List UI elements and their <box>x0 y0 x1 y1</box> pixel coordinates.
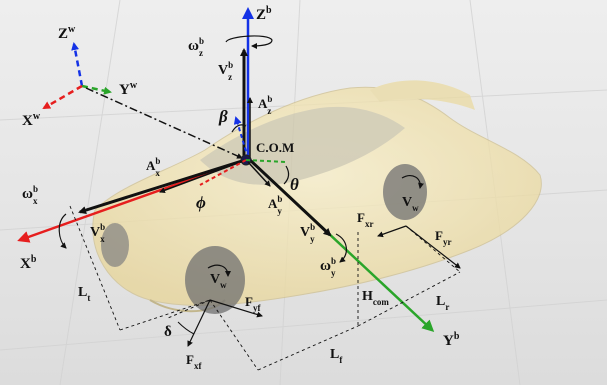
hcom-label: Hcom <box>362 289 389 307</box>
world-y-label: Yw <box>119 80 138 98</box>
rear-wheel-velocity-label: Vw <box>402 195 419 213</box>
world-frame: Zw Yw Xw <box>22 24 138 129</box>
fyf-label: Fyf <box>245 294 261 313</box>
left-front-wheel <box>101 223 129 267</box>
front-wheel <box>185 246 245 314</box>
lt-label: Lt <box>78 285 90 303</box>
body-z-label: Zb <box>256 5 272 23</box>
front-wheel-forces: Vw Fyf Fxf δ <box>164 264 263 371</box>
beta-label: β <box>218 107 228 126</box>
body-axes: Zb Xb Yb <box>17 5 460 349</box>
body-y-label: Yb <box>443 331 460 349</box>
origin-to-com-line <box>85 87 243 159</box>
fxr-label: Fxr <box>357 210 373 229</box>
omega-z-arc <box>225 35 273 49</box>
rear-wheel-forces: Vw Fxr Fyr <box>357 175 461 269</box>
dimension-lines: Lt Lf Hcom Lr <box>69 205 461 371</box>
omega-y-arc <box>335 233 347 263</box>
lr-label: Lr <box>436 294 449 312</box>
front-wheel-velocity-label: Vw <box>210 272 227 290</box>
body-x-label: Xb <box>20 254 37 272</box>
world-z-label: Zw <box>58 24 76 42</box>
phi-label: ϕ <box>196 193 206 212</box>
rear-wheel <box>383 164 427 220</box>
car-body <box>92 80 542 313</box>
lf-label: Lf <box>330 347 343 365</box>
fyr-label: Fyr <box>435 228 451 247</box>
fxf-label: Fxf <box>186 352 202 371</box>
com-label: C.O.M <box>256 140 294 155</box>
world-x-label: Xw <box>22 111 41 129</box>
omega-x-arc <box>58 213 67 249</box>
theta-label: θ <box>290 175 299 194</box>
delta-label: δ <box>164 324 172 340</box>
